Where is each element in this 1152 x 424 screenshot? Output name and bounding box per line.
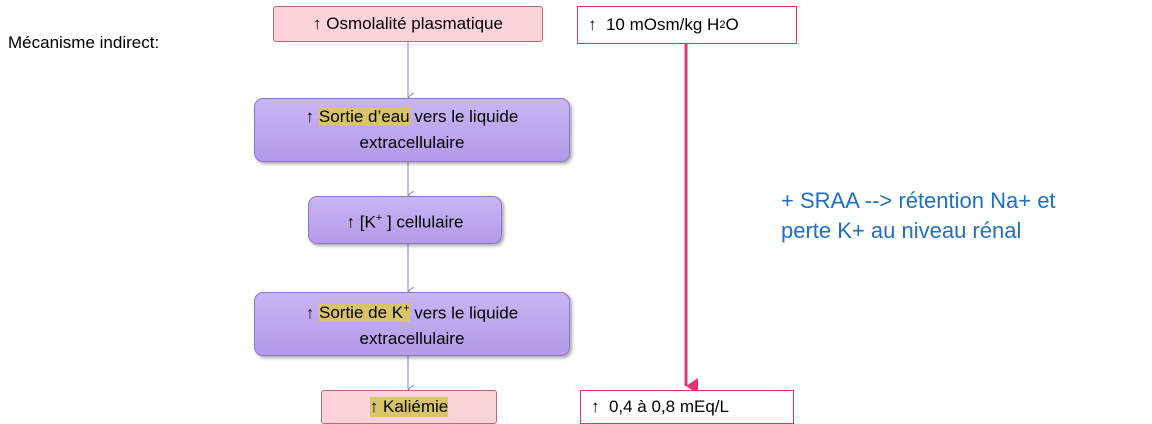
sortie-k-hl: Sortie de K: [319, 303, 404, 323]
sraa-note-line2: perte K+ au niveau rénal: [781, 218, 1022, 243]
highlight: Sortie d’eau: [318, 107, 410, 126]
k-sup: +: [375, 211, 383, 224]
up-arrow: ↑: [346, 212, 356, 232]
box-sortie-k: ↑ Sortie de K+ vers le liquide extracell…: [254, 292, 570, 356]
k-pre: [K: [359, 212, 376, 232]
up-arrow: ↑: [305, 303, 315, 323]
box-sortie-eau-rest: vers le liquide: [409, 107, 519, 126]
k-post: ] cellulaire: [382, 212, 464, 232]
sortie-k-sup: +: [403, 302, 410, 315]
box-k-cellulaire: ↑ [K+ ] cellulaire: [308, 196, 502, 244]
box-sortie-k-line1: ↑ Sortie de K+ vers le liquide: [306, 296, 518, 327]
value-bottom-text: 0,4 à 0,8 mEq/L: [608, 397, 729, 416]
box-kaliemie: ↑ Kaliémie: [321, 390, 497, 424]
value-top-sub: 2: [719, 19, 726, 31]
value-box-bottom: ↑ 0,4 à 0,8 mEq/L: [580, 390, 794, 424]
up-arrow: ↑: [588, 15, 597, 34]
up-arrow: ↑: [591, 397, 600, 416]
sraa-note-line1: + SRAA --> rétention Na+ et: [781, 188, 1056, 213]
up-arrow: ↑: [305, 107, 315, 126]
box-sortie-eau-line1: ↑ Sortie d’eau vers le liquide: [305, 104, 519, 130]
up-arrow: ↑: [313, 14, 322, 33]
box-sortie-eau: ↑ Sortie d’eau vers le liquide extracell…: [254, 98, 570, 162]
box-sortie-eau-line2: extracellulaire: [359, 133, 465, 152]
box-k-cellulaire-label: ↑ [K+ ] cellulaire: [347, 205, 464, 236]
value-top-text: 10 mOsm/kg H: [605, 15, 720, 34]
box-osmolalite-label: Osmolalité plasmatique: [326, 14, 503, 33]
up-arrow: ↑: [369, 397, 379, 416]
highlight: Sortie de K+: [319, 302, 410, 323]
sraa-note: + SRAA --> rétention Na+ et perte K+ au …: [781, 186, 1151, 246]
value-top-tail: O: [725, 15, 739, 34]
box-osmolalite: ↑ Osmolalité plasmatique: [273, 6, 543, 42]
box-sortie-k-rest: vers le liquide: [409, 303, 519, 323]
highlight: ↑ Kaliémie: [369, 397, 449, 417]
box-kaliemie-label: Kaliémie: [383, 397, 449, 416]
diagram-title: Mécanisme indirect:: [8, 33, 160, 52]
box-sortie-k-line2: extracellulaire: [359, 329, 465, 349]
